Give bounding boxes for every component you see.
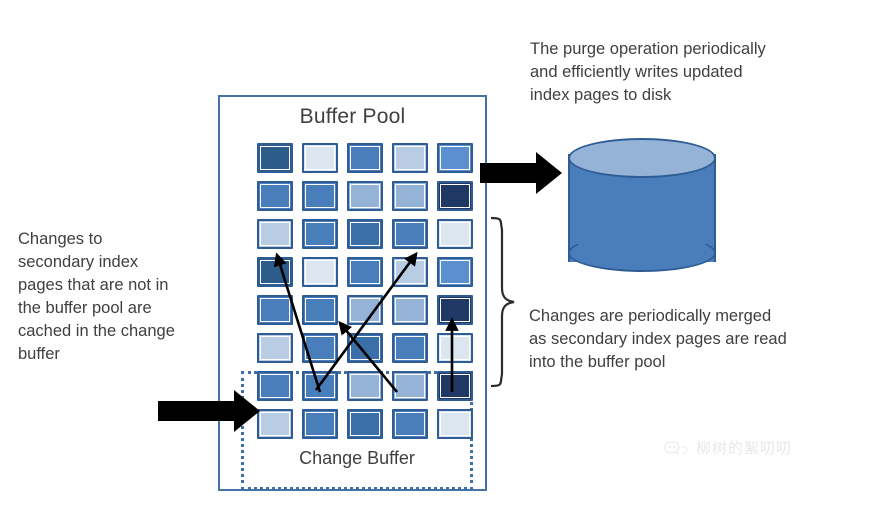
page-tile-r4-c2 [302, 257, 338, 287]
page-tile-r6-c4 [392, 333, 428, 363]
disk-cylinder-bottom [568, 234, 716, 272]
page-tile-r5-c1 [257, 295, 293, 325]
page-tile-r3-c4 [392, 219, 428, 249]
change-buffer-title: Change Buffer [299, 448, 415, 468]
page-tile-r1-c5 [437, 143, 473, 173]
purge-write-arrow [480, 152, 562, 194]
page-tile-r1-c3 [347, 143, 383, 173]
page-tile-r7-c2 [302, 371, 338, 401]
page-tile-r3-c1 [257, 219, 293, 249]
page-tile-r8-c4 [392, 409, 428, 439]
purge-note-text: The purge operation periodically and eff… [530, 40, 766, 104]
page-tile-r7-c1 [257, 371, 293, 401]
page-tile-r5-c5 [437, 295, 473, 325]
page-tile-r6-c3 [347, 333, 383, 363]
arrow-shaft [158, 401, 236, 421]
page-tile-r3-c3 [347, 219, 383, 249]
page-tile-r4-c1 [257, 257, 293, 287]
page-tile-r2-c4 [392, 181, 428, 211]
watermark-text: 柳树的絮叨叨 [696, 439, 793, 457]
arrow-shaft [480, 163, 538, 183]
page-tile-r3-c5 [437, 219, 473, 249]
page-tile-r5-c2 [302, 295, 338, 325]
page-tile-r5-c3 [347, 295, 383, 325]
page-tile-r4-c3 [347, 257, 383, 287]
page-tile-r7-c3 [347, 371, 383, 401]
page-tile-r2-c2 [302, 181, 338, 211]
arrow-head [536, 152, 562, 194]
page-tile-r1-c1 [257, 143, 293, 173]
page-tile-r2-c5 [437, 181, 473, 211]
page-tile-r4-c4 [392, 257, 428, 287]
change-buffer-note-text: Changes to secondary index pages that ar… [18, 230, 175, 363]
page-tile-r6-c1 [257, 333, 293, 363]
page-tile-grid [257, 143, 473, 439]
merge-brace [490, 216, 515, 388]
merge-note-text: Changes are periodically merged as secon… [529, 307, 787, 371]
page-tile-r8-c2 [302, 409, 338, 439]
page-tile-r8-c5 [437, 409, 473, 439]
page-tile-r5-c4 [392, 295, 428, 325]
disk-cylinder [568, 138, 716, 278]
page-tile-r7-c4 [392, 371, 428, 401]
page-tile-r6-c2 [302, 333, 338, 363]
page-tile-r4-c5 [437, 257, 473, 287]
page-tile-r2-c3 [347, 181, 383, 211]
page-tile-r8-c1 [257, 409, 293, 439]
page-tile-r7-c5 [437, 371, 473, 401]
page-tile-r2-c1 [257, 181, 293, 211]
arrow-head [234, 390, 260, 432]
buffer-pool-title: Buffer Pool [299, 105, 406, 128]
page-tile-r3-c2 [302, 219, 338, 249]
disk-cylinder-top [568, 138, 716, 178]
page-tile-r1-c4 [392, 143, 428, 173]
cloud-logo-icon [664, 440, 688, 454]
change-buffer-input-arrow [158, 390, 260, 432]
page-tile-r8-c3 [347, 409, 383, 439]
page-tile-r6-c5 [437, 333, 473, 363]
watermark: 柳树的絮叨叨 [663, 437, 792, 458]
page-tile-r1-c2 [302, 143, 338, 173]
